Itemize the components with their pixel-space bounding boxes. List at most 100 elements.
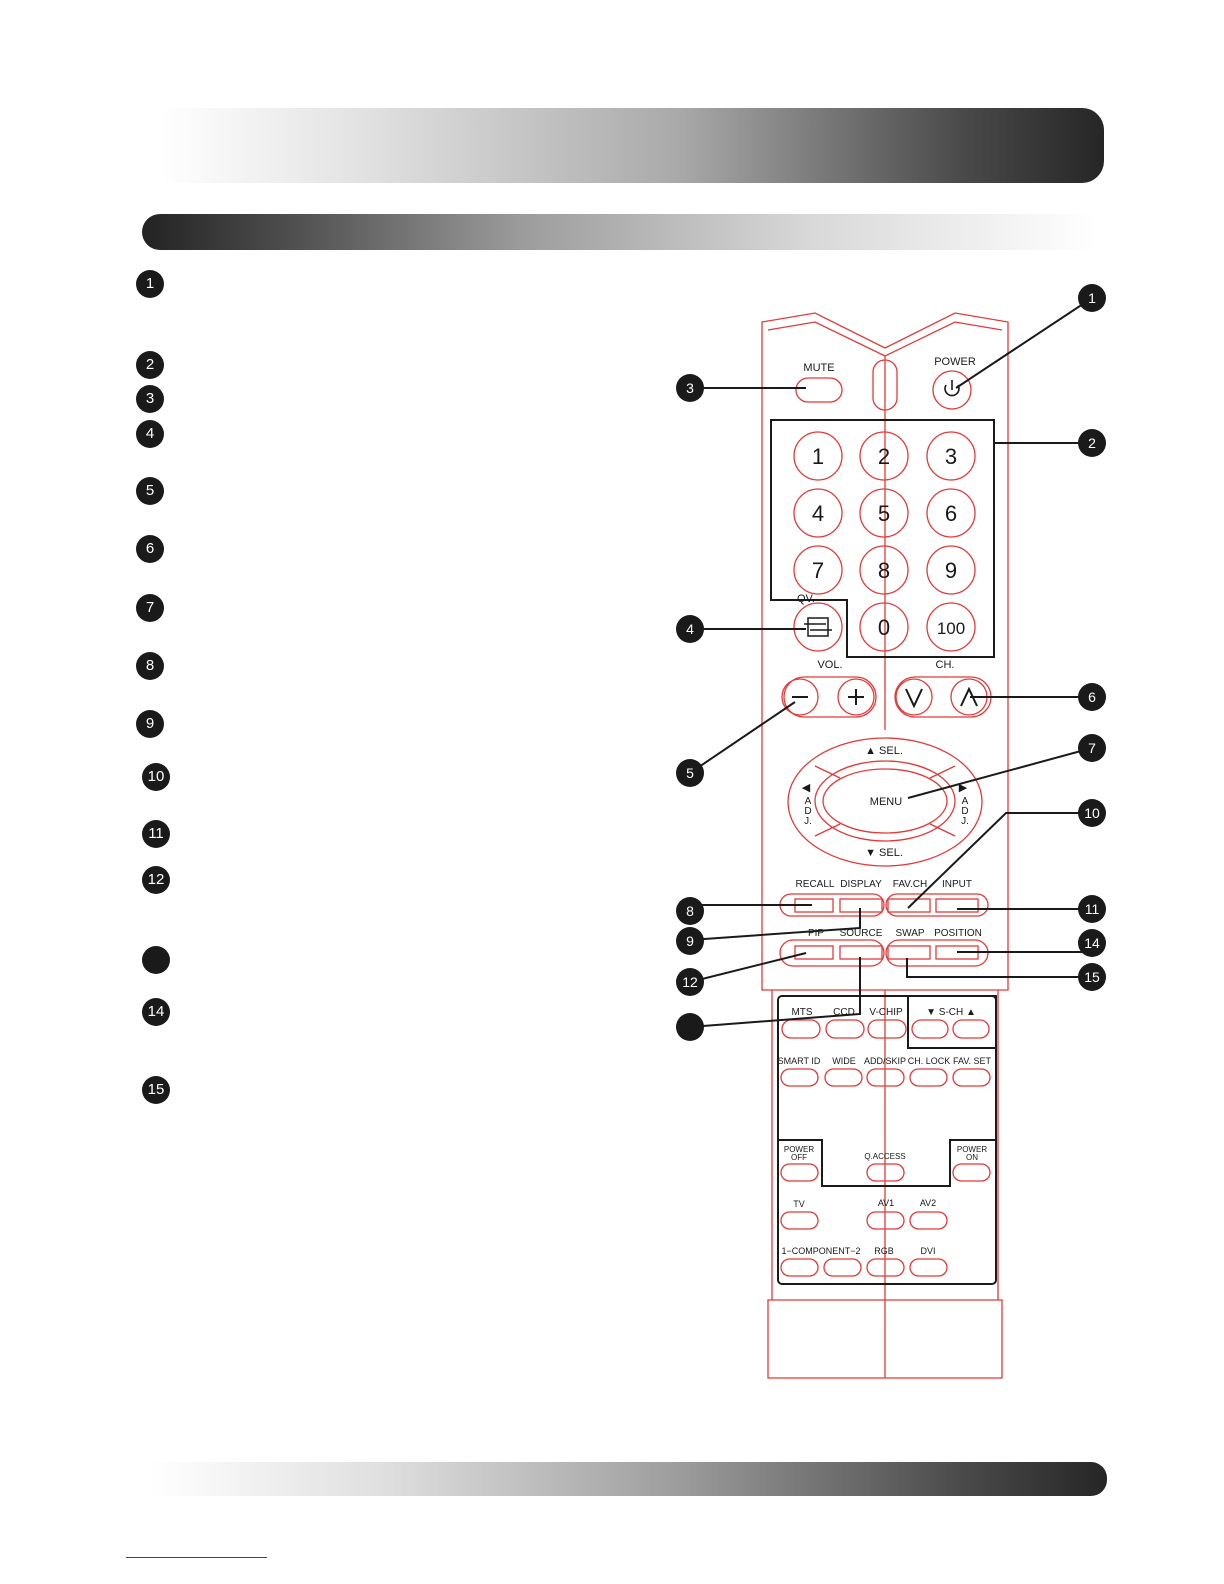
qv-button[interactable] [793, 602, 843, 652]
nav-divider [929, 765, 956, 779]
dvi-button[interactable] [909, 1258, 948, 1277]
marker-3: 3 [136, 385, 164, 413]
power-button[interactable] [932, 370, 972, 410]
leader-line-7 [907, 747, 1093, 799]
digit-2-button[interactable] [859, 431, 909, 481]
marker-1: 1 [136, 270, 164, 298]
ccd-button[interactable] [825, 1019, 865, 1039]
channel-down-button[interactable] [895, 678, 933, 716]
digit-8-button[interactable] [859, 545, 909, 595]
favch-button[interactable] [887, 898, 931, 913]
callout-label-2: 2 [1088, 435, 1096, 451]
footer-bar [150, 1462, 1107, 1496]
callout-label-5: 5 [686, 765, 694, 781]
callout-label-3: 3 [686, 380, 694, 396]
power-on-button[interactable] [952, 1163, 991, 1182]
navigation-pad[interactable] [787, 737, 983, 867]
header-bar [160, 108, 1104, 183]
digit-5-button[interactable] [859, 488, 909, 538]
volume-up-button[interactable] [837, 678, 875, 716]
wide-button[interactable] [824, 1068, 863, 1087]
wide-label: WIDE [832, 1056, 856, 1066]
menu-ring [814, 760, 956, 842]
digit-4-button[interactable] [793, 488, 843, 538]
smart-id-button[interactable] [780, 1068, 819, 1087]
component-1-button[interactable] [780, 1258, 819, 1277]
display-label: DISPLAY [840, 879, 882, 890]
ccd-label: CCD [833, 1007, 855, 1018]
input-button[interactable] [935, 898, 979, 913]
leader-line-9 [689, 908, 861, 941]
chevron-down-icon [905, 688, 923, 709]
chevron-up-icon [960, 686, 978, 707]
qaccess-button[interactable] [866, 1163, 905, 1182]
marker-8: 8 [136, 652, 164, 680]
digit-8-label: 8 [878, 558, 890, 583]
callout-circle-11 [1078, 895, 1106, 923]
volume-down-button[interactable] [781, 678, 819, 716]
component-label: 1−COMPONENT−2 [781, 1246, 860, 1256]
digit-0-button[interactable] [859, 602, 909, 652]
mute-button[interactable] [795, 377, 843, 403]
digit-7-button[interactable] [793, 545, 843, 595]
power-off-button[interactable] [780, 1163, 819, 1182]
component-2-button[interactable] [823, 1258, 862, 1277]
nav-divider [814, 823, 841, 837]
mts-button[interactable] [781, 1019, 821, 1039]
tv-label: TV [793, 1199, 805, 1209]
input-label: INPUT [942, 879, 972, 890]
marker-11: 11 [142, 820, 170, 848]
ch-lock-button[interactable] [909, 1068, 948, 1087]
av1-button[interactable] [866, 1211, 905, 1230]
add-skip-button[interactable] [866, 1068, 905, 1087]
callout-circle-3 [676, 374, 704, 402]
leader-line-13 [689, 957, 861, 1028]
digit-9-label: 9 [945, 558, 957, 583]
digit-7-label: 7 [812, 558, 824, 583]
section-bar [142, 214, 1096, 250]
ch-lock-label: CH. LOCK [908, 1056, 951, 1066]
digit-9-button[interactable] [926, 545, 976, 595]
swap-button[interactable] [887, 945, 931, 960]
av2-button[interactable] [909, 1211, 948, 1230]
leader-line-10 [907, 812, 1092, 909]
sch-up-button[interactable] [952, 1019, 990, 1039]
tv-button[interactable] [780, 1211, 819, 1230]
callout-circle-2 [1078, 429, 1106, 457]
nav-divider [929, 823, 956, 837]
rgb-button[interactable] [866, 1258, 905, 1277]
marker-5: 5 [136, 477, 164, 505]
menu-button[interactable] [822, 768, 948, 834]
quick-view-icon [804, 617, 832, 637]
qv-label: QV. [797, 593, 815, 605]
callout-circle-15 [1078, 963, 1106, 991]
callout-label-14: 14 [1084, 935, 1100, 951]
add-skip-label: ADD/SKIP [864, 1056, 906, 1066]
volume-rocker[interactable] [783, 676, 877, 718]
sel-down-label: ▼ SEL. [865, 847, 903, 859]
rgb-label: RGB [874, 1246, 894, 1256]
marker-2: 2 [136, 351, 164, 379]
marker-6: 6 [136, 535, 164, 563]
digit-2-label: 2 [878, 444, 890, 469]
row1-right-pill [885, 893, 989, 917]
pip-button[interactable] [794, 945, 834, 960]
sch-down-button[interactable] [911, 1019, 949, 1039]
smart-id-label: SMART ID [778, 1056, 821, 1066]
leader-line-12 [689, 952, 807, 983]
digit-100-button[interactable] [926, 602, 976, 652]
ch-label: CH. [936, 659, 955, 671]
digit-6-button[interactable] [926, 488, 976, 538]
marker-9: 9 [136, 710, 164, 738]
fav-set-button[interactable] [952, 1068, 991, 1087]
callout-label-15: 15 [1084, 969, 1100, 985]
remote-top-ridge [767, 321, 1003, 357]
digit-1-button[interactable] [793, 431, 843, 481]
power-off-label: POWER [784, 1145, 814, 1154]
dvi-label: DVI [920, 1246, 935, 1256]
digit-3-button[interactable] [926, 431, 976, 481]
av2-label: AV2 [920, 1198, 936, 1208]
vchip-button[interactable] [867, 1019, 907, 1039]
callout-label-7: 7 [1088, 740, 1096, 756]
power-off-label: OFF [791, 1153, 807, 1162]
